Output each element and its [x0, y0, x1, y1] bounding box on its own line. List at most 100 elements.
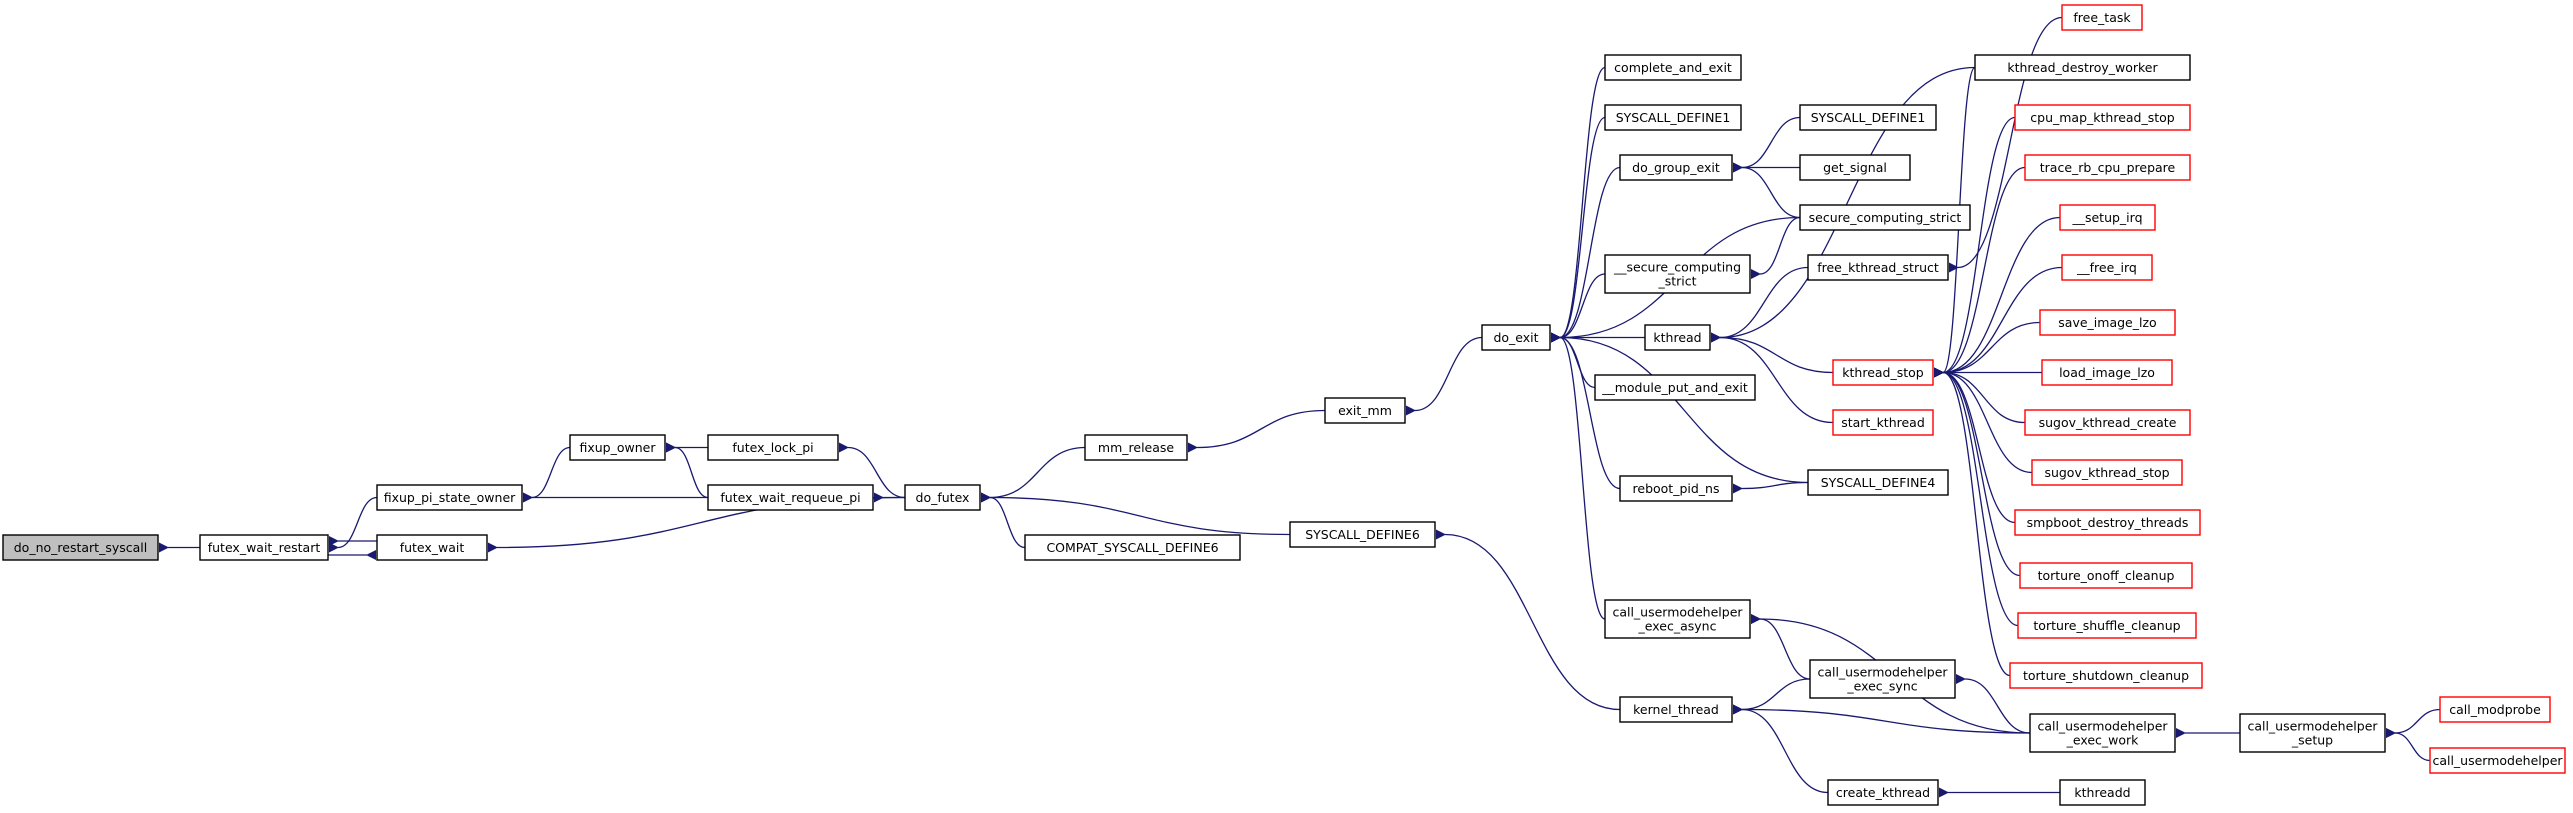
graph-node-sec2[interactable]: __secure_computing_strict [1604, 254, 1751, 294]
graph-node-sil[interactable]: save_image_lzo [2039, 309, 2176, 336]
graph-node-mmrel[interactable]: mm_release [1084, 434, 1188, 461]
edge-fwr-fpso [328, 496, 378, 553]
graph-node-lil[interactable]: load_image_lzo [2041, 359, 2173, 386]
edge-cus-callmod [2385, 708, 2441, 739]
graph-node-fwr[interactable]: futex_wait_restart [199, 534, 329, 561]
graph-node-startk[interactable]: start_kthread [1832, 409, 1934, 436]
graph-node-sks[interactable]: sugov_kthread_stop [2031, 459, 2183, 486]
graph-node-exitmm[interactable]: exit_mm [1324, 397, 1406, 424]
node-label: get_signal [1823, 160, 1887, 175]
node-label: complete_and_exit [1614, 60, 1732, 75]
node-label: _exec_sync [1846, 679, 1917, 694]
node-label: COMPAT_SYSCALL_DEFINE6 [1046, 540, 1218, 555]
graph-node-mpae[interactable]: __module_put_and_exit [1594, 374, 1756, 401]
node-box [2019, 562, 2193, 589]
edge-flp-dofutex [838, 442, 906, 499]
node-label: __secure_computing [1613, 260, 1741, 275]
graph-node-cus[interactable]: call_usermodehelper_setup [2239, 713, 2386, 753]
node-label: call_modprobe [2449, 702, 2541, 717]
node-label: futex_wait [400, 540, 465, 555]
graph-node-toc[interactable]: torture_onoff_cleanup [2019, 562, 2193, 589]
node-label: _exec_work [2066, 733, 2140, 748]
graph-node-tshc[interactable]: torture_shutdown_cleanup [2009, 662, 2203, 689]
graph-node-sys1a[interactable]: SYSCALL_DEFINE1 [1604, 104, 1742, 131]
edge-kthread-startk [1710, 332, 1834, 424]
edge-dofutex-mmrel [980, 446, 1086, 503]
node-label: smpboot_destroy_threads [2027, 515, 2189, 530]
edge-doexit-rpn [1550, 332, 1621, 490]
node-box [1619, 696, 1733, 723]
graph-node-fwrp[interactable]: futex_wait_requeue_pi [707, 484, 874, 511]
graph-node-dge[interactable]: do_group_exit [1619, 154, 1733, 181]
node-label: _setup [2291, 733, 2333, 748]
graph-node-sdt[interactable]: smpboot_destroy_threads [2014, 509, 2201, 536]
node-box [1644, 324, 1711, 351]
graph-node-kdw[interactable]: kthread_destroy_worker [1974, 54, 2191, 81]
graph-node-kthreadd[interactable]: kthreadd [2059, 779, 2146, 806]
graph-node-sys4[interactable]: SYSCALL_DEFINE4 [1807, 469, 1949, 496]
graph-node-fo[interactable]: fixup_owner [569, 434, 666, 461]
graph-node-createk[interactable]: create_kthread [1827, 779, 1939, 806]
node-box [2009, 662, 2203, 689]
edge-cus-callum [2385, 727, 2431, 762]
graph-node-sys6[interactable]: SYSCALL_DEFINE6 [1289, 521, 1436, 548]
graph-node-setupirq[interactable]: __setup_irq [2059, 204, 2156, 231]
edge-kthr2-cuew [1732, 704, 2031, 734]
edge-cues-cuew [1955, 673, 2031, 734]
node-label: kthread_destroy_worker [2007, 60, 2158, 75]
edge-cuea-cues [1750, 613, 1811, 680]
node-label: SYSCALL_DEFINE6 [1305, 527, 1420, 542]
graph-node-callmod[interactable]: call_modprobe [2439, 696, 2551, 723]
node-box [1084, 434, 1188, 461]
edge-dofutex-sys6 [980, 492, 1291, 536]
graph-node-sys1b[interactable]: SYSCALL_DEFINE1 [1799, 104, 1937, 131]
node-label: call_usermodehelper [2037, 719, 2168, 734]
graph-node-rpn[interactable]: reboot_pid_ns [1619, 475, 1733, 502]
node-label: free_kthread_struct [1817, 260, 1939, 275]
node-box [2039, 309, 2176, 336]
node-box [707, 484, 874, 511]
edge-kstop-toc [1933, 367, 2021, 577]
node-box [2061, 4, 2143, 31]
graph-node-doexit[interactable]: do_exit [1481, 324, 1551, 351]
graph-node-fw[interactable]: futex_wait [376, 534, 488, 561]
graph-node-cae[interactable]: complete_and_exit [1604, 54, 1742, 81]
node-box [2031, 459, 2183, 486]
node-label: kthreadd [2074, 785, 2130, 800]
graph-node-kthread[interactable]: kthread [1644, 324, 1711, 351]
node-label: __free_irq [2076, 260, 2137, 275]
node-label: _strict [1657, 274, 1696, 289]
graph-node-callum[interactable]: call_usermodehelper [2429, 747, 2566, 774]
graph-node-kthr2[interactable]: kernel_thread [1619, 696, 1733, 723]
graph-node-skc[interactable]: sugov_kthread_create [2024, 409, 2191, 436]
graph-node-cuea[interactable]: call_usermodehelper_exec_async [1604, 599, 1751, 639]
graph-node-root[interactable]: do_no_restart_syscall [2, 534, 159, 561]
edge-kstop-skc [1933, 367, 2026, 424]
graph-node-fpso[interactable]: fixup_pi_state_owner [376, 484, 523, 511]
edge-dge-scs [1732, 162, 1801, 219]
graph-node-cuew[interactable]: call_usermodehelper_exec_work [2029, 713, 2176, 753]
node-box [1619, 154, 1733, 181]
graph-node-kstop[interactable]: kthread_stop [1832, 359, 1934, 386]
graph-node-compat6[interactable]: COMPAT_SYSCALL_DEFINE6 [1024, 534, 1241, 561]
node-label: save_image_lzo [2058, 315, 2156, 330]
graph-node-dofutex[interactable]: do_futex [904, 484, 981, 511]
graph-node-freeirq[interactable]: __free_irq [2061, 254, 2153, 281]
node-label: call_usermodehelper [1817, 665, 1948, 680]
graph-node-freetask[interactable]: free_task [2061, 4, 2143, 31]
graph-node-trcp[interactable]: trace_rb_cpu_prepare [2024, 154, 2191, 181]
graph-node-scs[interactable]: secure_computing_strict [1799, 204, 1971, 231]
edge-dofutex-compat6 [980, 492, 1026, 549]
edge-doexit-sys1a [1550, 116, 1606, 343]
edge-kstop-tsc [1933, 367, 2019, 627]
graph-node-cues[interactable]: call_usermodehelper_exec_sync [1809, 659, 1956, 699]
node-box [1604, 54, 1742, 81]
node-box [1807, 254, 1949, 281]
node-box [1604, 104, 1742, 131]
graph-node-flp[interactable]: futex_lock_pi [707, 434, 839, 461]
graph-node-cmks[interactable]: cpu_map_kthread_stop [2014, 104, 2191, 131]
graph-node-tsc[interactable]: torture_shuffle_cleanup [2017, 612, 2197, 639]
node-box [199, 534, 329, 561]
graph-node-getsig[interactable]: get_signal [1799, 154, 1911, 181]
graph-node-fks[interactable]: free_kthread_struct [1807, 254, 1949, 281]
